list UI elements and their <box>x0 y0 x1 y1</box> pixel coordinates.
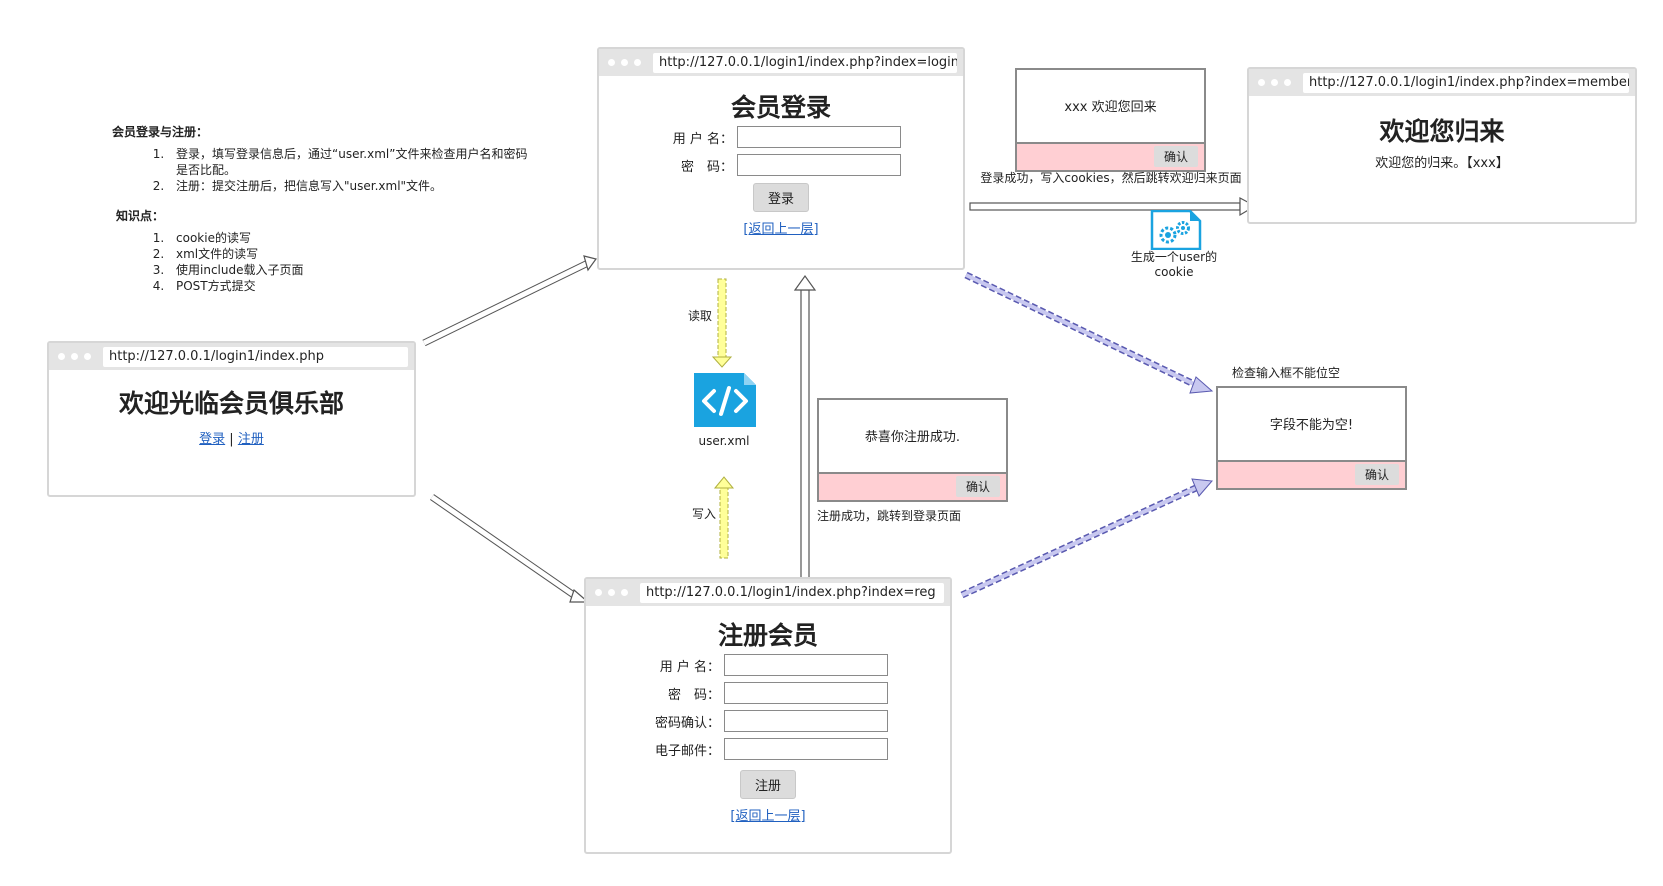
notes-knowledge-item: xml文件的读写 <box>168 246 532 262</box>
notes-feature-list: 登录，填写登录信息后，通过“user.xml”文件来检查用户名和密码是否比配。 … <box>112 146 532 194</box>
arrow-login-to-empty-check <box>964 271 1214 394</box>
member-welcome-text: 欢迎您的归来。【xxx】 <box>1375 156 1509 171</box>
username-input[interactable] <box>737 126 901 148</box>
xml-file-label: user.xml <box>698 434 750 448</box>
confirm-button[interactable]: 确认 <box>955 476 1000 497</box>
password-row: 密 码： <box>599 154 963 176</box>
reg-password-row: 密 码： <box>586 682 950 704</box>
login-success-label: 登录成功，写入cookies，然后跳转欢迎归来页面 <box>980 171 1242 185</box>
nav-separator: | <box>229 432 234 447</box>
login-page-title: 会员登录 <box>730 93 831 122</box>
browser-bar: http://127.0.0.1/login1/index.php?index=… <box>586 579 950 606</box>
reg-password-input[interactable] <box>724 682 888 704</box>
reg-success-label: 注册成功，跳转到登录页面 <box>817 509 962 523</box>
notes-heading-knowledge: 知识点： <box>116 209 165 223</box>
register-page-title: 注册会员 <box>717 621 818 650</box>
login-back: [返回上一层] <box>599 218 963 237</box>
empty-field-dialog: 字段不能为空! 确认 <box>1216 386 1407 490</box>
register-success-dialog: 恭喜你注册成功. 确认 <box>817 398 1008 502</box>
register-button[interactable]: 注册 <box>739 770 796 799</box>
window-dot-icon <box>621 589 628 596</box>
reg-email-label: 电子邮件： <box>654 743 720 759</box>
reg-confirm-input[interactable] <box>724 710 888 732</box>
back-link[interactable]: [返回上一层] <box>743 222 819 237</box>
reg-email-row: 电子邮件： <box>586 738 950 760</box>
notes-knowledge-list: cookie的读写 xml文件的读写 使用include载入子页面 POST方式… <box>112 230 532 294</box>
browser-bar: http://127.0.0.1/login1/index.php?index=… <box>599 49 963 76</box>
confirm-button[interactable]: 确认 <box>1153 146 1198 167</box>
welcome-dialog: xxx 欢迎您回来 确认 <box>1015 68 1206 172</box>
window-dot-icon <box>621 59 628 66</box>
reg-actions: 注册 <box>586 770 950 799</box>
dialog-footer: 确认 <box>1218 460 1405 488</box>
gears-file-icon <box>1148 209 1202 251</box>
arrow-index-to-reg <box>430 494 590 603</box>
browser-bar: http://127.0.0.1/login1/index.php <box>49 343 414 370</box>
dialog-message: xxx 欢迎您回来 <box>1064 100 1157 115</box>
window-dot-icon <box>58 353 65 360</box>
login-link[interactable]: 登录 <box>199 432 226 447</box>
browser-bar: http://127.0.0.1/login1/index.php?index=… <box>1249 69 1635 96</box>
index-page-title: 欢迎光临会员俱乐部 <box>118 389 344 418</box>
password-label: 密 码： <box>680 159 733 175</box>
cookie-gen-label: 生成一个user的cookie <box>1130 250 1218 279</box>
reg-confirm-row: 密码确认： <box>586 710 950 732</box>
window-dot-icon <box>1271 79 1278 86</box>
address-bar[interactable]: http://127.0.0.1/login1/index.php?index=… <box>653 52 957 73</box>
address-bar[interactable]: http://127.0.0.1/login1/index.php <box>103 346 408 367</box>
dialog-message: 字段不能为空! <box>1269 418 1354 433</box>
requirements-notes: 会员登录与注册： 登录，填写登录信息后，通过“user.xml”文件来检查用户名… <box>112 124 532 308</box>
address-bar[interactable]: http://127.0.0.1/login1/index.php?index=… <box>640 582 944 603</box>
arrow-read-xml <box>711 278 733 368</box>
reg-back: [返回上一层] <box>586 805 950 824</box>
arrow-write-xml <box>713 476 735 559</box>
window-dot-icon <box>595 589 602 596</box>
window-dot-icon <box>84 353 91 360</box>
check-empty-label: 检查输入框不能位空 <box>1232 366 1341 380</box>
window-dot-icon <box>608 59 615 66</box>
username-label: 用 户 名： <box>672 131 733 147</box>
notes-feature-item: 注册：提交注册后，把信息写入"user.xml"文件。 <box>168 178 532 194</box>
password-input[interactable] <box>737 154 901 176</box>
index-nav: 登录 | 注册 <box>49 428 414 447</box>
notes-knowledge-item: POST方式提交 <box>168 278 532 294</box>
index-page-window: http://127.0.0.1/login1/index.php 欢迎光临会员… <box>47 341 416 497</box>
login-button[interactable]: 登录 <box>752 183 809 212</box>
username-row: 用 户 名： <box>599 126 963 148</box>
address-bar[interactable]: http://127.0.0.1/login1/index.php?index=… <box>1303 72 1629 93</box>
reg-username-row: 用 户 名： <box>586 654 950 676</box>
notes-knowledge-item: cookie的读写 <box>168 230 532 246</box>
member-page-title: 欢迎您归来 <box>1379 117 1505 146</box>
member-page-window: http://127.0.0.1/login1/index.php?index=… <box>1247 67 1637 224</box>
login-page-window: http://127.0.0.1/login1/index.php?index=… <box>597 47 965 270</box>
register-page-window: http://127.0.0.1/login1/index.php?index=… <box>584 577 952 854</box>
reg-confirm-label: 密码确认： <box>654 715 720 731</box>
reg-password-label: 密 码： <box>667 687 720 703</box>
dialog-footer: 确认 <box>1017 142 1204 170</box>
window-dot-icon <box>1284 79 1291 86</box>
login-actions: 登录 <box>599 183 963 212</box>
window-dot-icon <box>634 59 641 66</box>
dialog-footer: 确认 <box>819 472 1006 500</box>
register-link[interactable]: 注册 <box>237 432 264 447</box>
notes-knowledge-item: 使用include载入子页面 <box>168 262 532 278</box>
dialog-message: 恭喜你注册成功. <box>864 430 961 445</box>
confirm-button[interactable]: 确认 <box>1354 464 1399 485</box>
write-label: 写入 <box>692 507 717 521</box>
arrow-reg-to-login <box>793 274 817 579</box>
back-link[interactable]: [返回上一层] <box>730 809 806 824</box>
notes-heading-feature: 会员登录与注册： <box>112 125 209 139</box>
notes-feature-item: 登录，填写登录信息后，通过“user.xml”文件来检查用户名和密码是否比配。 <box>168 146 532 178</box>
reg-username-input[interactable] <box>724 654 888 676</box>
code-file-icon <box>690 371 760 429</box>
window-dot-icon <box>1258 79 1265 86</box>
window-dot-icon <box>608 589 615 596</box>
arrow-login-to-member <box>969 197 1257 217</box>
read-label: 读取 <box>688 309 713 323</box>
reg-username-label: 用 户 名： <box>659 659 720 675</box>
window-dot-icon <box>71 353 78 360</box>
reg-email-input[interactable] <box>724 738 888 760</box>
